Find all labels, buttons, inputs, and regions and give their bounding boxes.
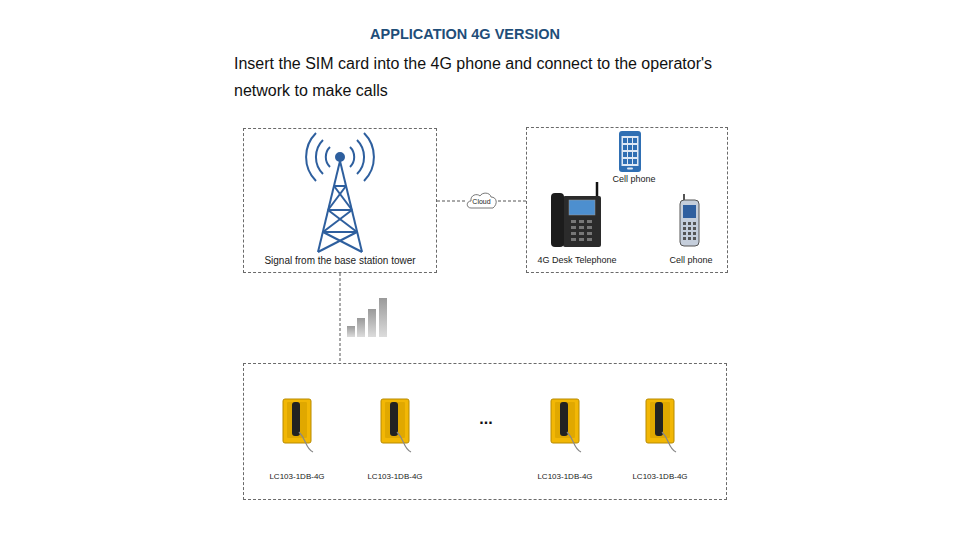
node-label: LC103-1DB-4G xyxy=(367,471,422,482)
diagram-title: APPLICATION 4G VERSION xyxy=(250,24,680,44)
dashed-connector xyxy=(340,273,341,363)
emergency-phone-node: LC103-1DB-4G xyxy=(257,395,337,482)
caption-text: Insert the SIM card into the 4G phone an… xyxy=(234,50,754,104)
cell-phone-icon xyxy=(680,194,699,246)
device-node: 4G Desk Telephone xyxy=(528,182,626,266)
dashed-connector xyxy=(437,201,465,202)
phone-group-box: LC103-1DB-4G LC103-1DB-4G LC103-1DB-4G LC10… xyxy=(243,363,727,500)
cloud-outline xyxy=(467,193,496,208)
emergency-phone-icon xyxy=(551,399,581,452)
ellipsis-mark: ... xyxy=(470,410,502,428)
emergency-phone-node: LC103-1DB-4G xyxy=(525,395,605,482)
emergency-phone-node: LC103-1DB-4G xyxy=(620,395,700,482)
emergency-phone-icon xyxy=(381,399,411,452)
tower-symbol xyxy=(306,133,374,252)
device-node: Cell phone xyxy=(598,128,670,185)
node-label: 4G Desk Telephone xyxy=(538,255,617,266)
emergency-phone-node: LC103-1DB-4G xyxy=(355,395,435,482)
emergency-phone-icon xyxy=(283,399,313,452)
dashed-connector xyxy=(498,201,526,202)
device-node: Cell phone xyxy=(660,194,722,266)
smartphone-icon xyxy=(619,131,641,172)
cloud-shape: Cloud xyxy=(465,191,498,211)
desk-phone-icon xyxy=(551,182,601,247)
tower-box: Signal from the base station tower xyxy=(243,128,437,273)
node-label: LC103-1DB-4G xyxy=(269,471,324,482)
emergency-phone-icon xyxy=(646,399,676,452)
node-label: Cell phone xyxy=(612,174,655,185)
node-label: LC103-1DB-4G xyxy=(632,471,687,482)
node-label: Signal from the base station tower xyxy=(264,255,415,266)
node-label: Cell phone xyxy=(669,255,712,266)
node-label: Cloud xyxy=(472,196,490,207)
signal-bars xyxy=(347,298,387,337)
node-label: LC103-1DB-4G xyxy=(537,471,592,482)
device-group-box: Cell phone 4G Desk Telephone Cell phone xyxy=(526,127,728,273)
